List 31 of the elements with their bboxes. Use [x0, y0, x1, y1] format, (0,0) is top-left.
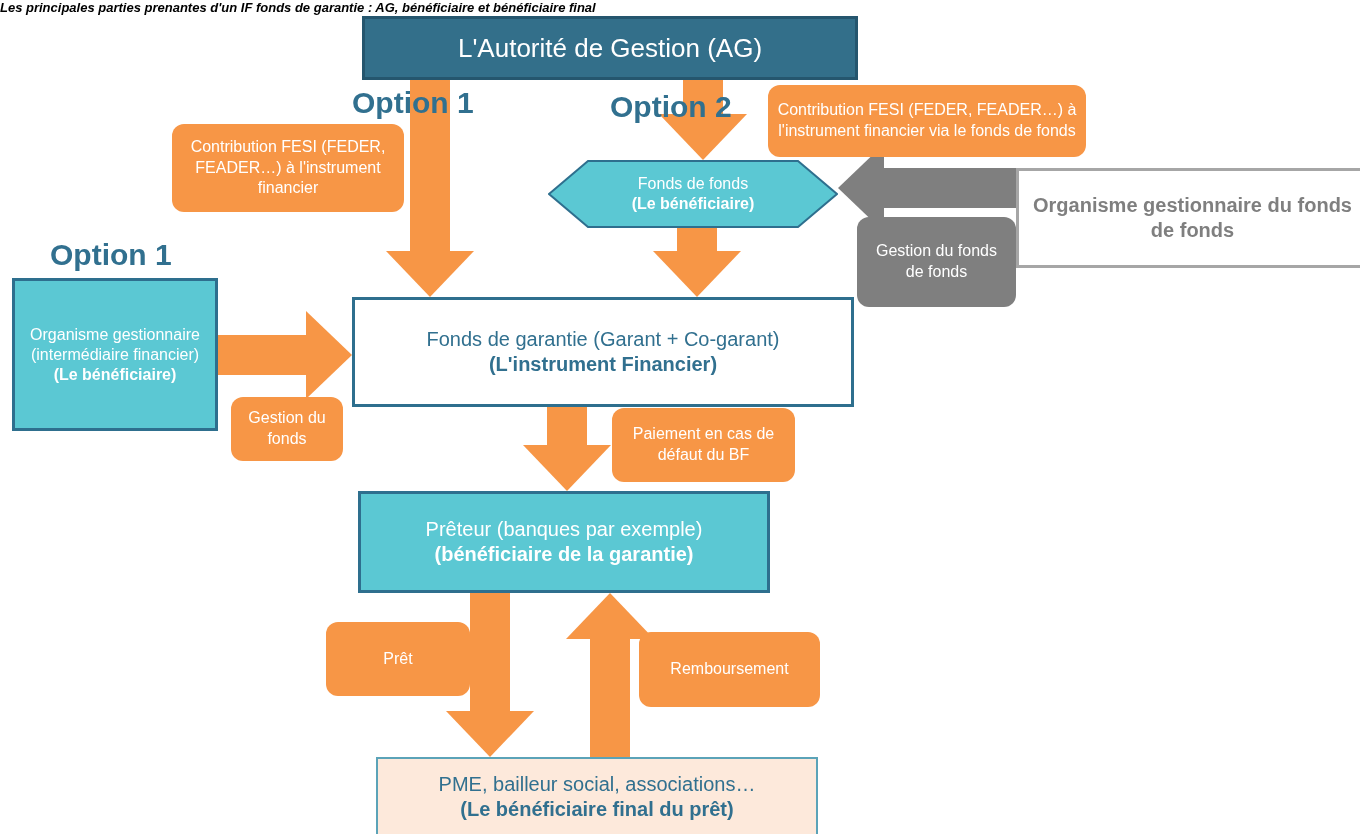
block-arrow	[523, 407, 611, 491]
block-arrow	[653, 228, 741, 297]
option-label: Option 1	[50, 238, 172, 272]
process-box	[376, 757, 818, 834]
process-box	[352, 297, 854, 407]
edge-label: Remboursement	[639, 632, 820, 707]
edge-label: Prêt	[326, 622, 470, 696]
block-arrow	[446, 593, 534, 757]
node-text: Fonds de garantie (Garant + Co-garant)	[425, 327, 781, 352]
node-subtext: (Le bénéficiaire)	[52, 364, 178, 385]
process-box	[362, 16, 858, 80]
edge-label: Contribution FESI (FEDER, FEADER…) à l'instrument financier via le fonds de fonds	[768, 85, 1086, 157]
heading: Les principales parties prenantes d'un IF fonds de garantie : AG, bénéficiaire et bénéficiaire final	[0, 0, 596, 15]
node-subtext: (bénéficiaire de la garantie)	[433, 542, 695, 567]
node-text: Organisme gestionnaire du fonds de fonds	[1032, 193, 1353, 243]
node-subtext: (Le bénéficiaire final du prêt)	[459, 797, 735, 822]
process-box	[1016, 168, 1360, 268]
node-text: Prêteur (banques par exemple)	[424, 517, 704, 542]
edge-label: Paiement en cas de défaut du BF	[612, 408, 795, 482]
node-text: L'Autorité de Gestion (AG)	[456, 31, 764, 65]
block-arrow	[218, 311, 352, 399]
node-text: PME, bailleur social, associations…	[437, 772, 757, 797]
edge-label: Gestion du fonds	[231, 397, 343, 461]
node-subtext: (L'instrument Financier)	[487, 352, 719, 377]
edge-label: Gestion du fonds de fonds	[857, 217, 1016, 307]
process-box	[358, 491, 770, 593]
node-subtext: (Le bénéficiaire)	[630, 194, 756, 214]
edge-label: Contribution FESI (FEDER, FEADER…) à l'instrument financier	[172, 124, 404, 212]
node-text: Fonds de fonds	[636, 174, 750, 194]
process-box	[12, 278, 218, 431]
node-text: Organisme gestionnaire (intermédiaire financier)	[29, 324, 201, 365]
